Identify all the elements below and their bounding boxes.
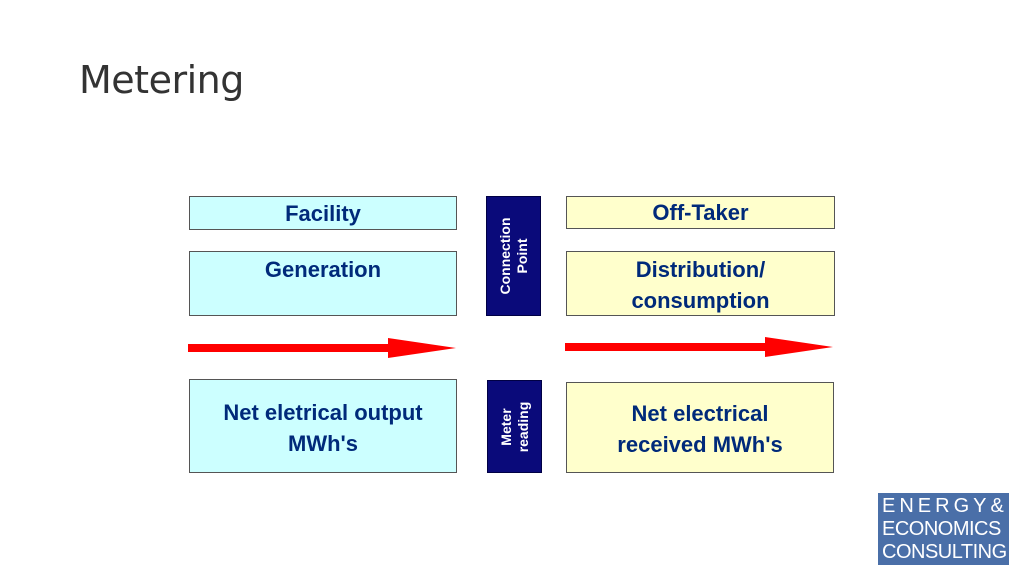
facility-header-label: Facility [285,201,361,226]
net-received-label: Net electrical received MWh's [617,401,783,457]
offtaker-header-box: Off-Taker [566,196,835,229]
page-title: Metering [79,58,244,102]
net-received-box: Net electrical received MWh's [566,382,834,473]
generation-box: Generation [189,251,457,316]
generation-label: Generation [264,257,382,282]
flow-arrow-left [188,338,456,358]
connection-point-box: Connection Point [486,196,541,316]
meter-reading-box: Meter reading [487,380,542,473]
distribution-box: Distribution/ consumption [566,251,835,316]
net-output-box: Net eletrical output MWh's [189,379,457,473]
facility-header-box: Facility [189,196,457,230]
connection-point-label: Connection Point [496,217,530,295]
net-output-label: Net eletrical output MWh's [223,400,423,456]
flow-arrow-right [565,337,833,357]
offtaker-header-label: Off-Taker [652,200,749,225]
meter-reading-label: Meter reading [497,401,531,452]
distribution-label: Distribution/ consumption [631,257,770,313]
company-logo: ENERGY& ECONOMICS CONSULTING [878,493,1009,565]
